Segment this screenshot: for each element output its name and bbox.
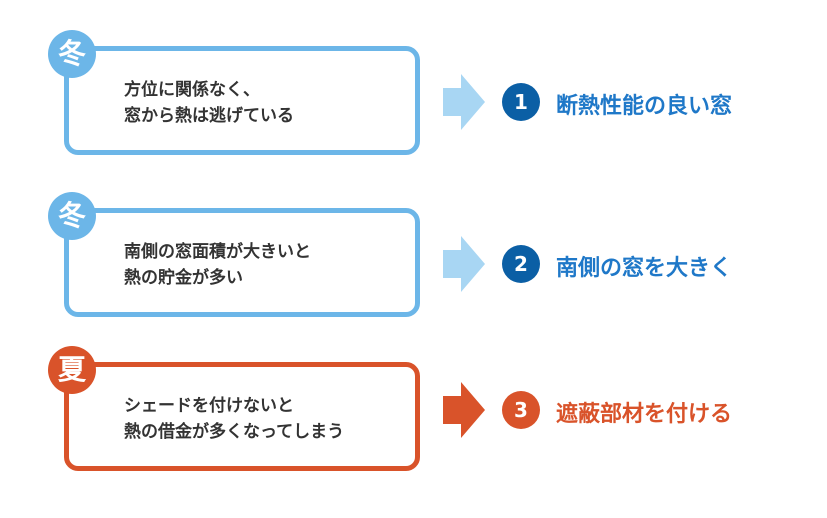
season-badge-winter: 冬 [48,192,96,240]
result-text-3: 遮蔽部材を付ける [556,402,733,427]
flow-row-3: シェードを付けないと 熱の借金が多くなってしまう 夏 3 遮蔽部材を付ける [0,346,827,496]
condition-line: 熱の貯金が多い [124,268,243,288]
condition-box-1: 方位に関係なく、 窓から熱は逃げている [64,46,420,155]
condition-line: 窓から熱は逃げている [124,106,294,126]
flow-row-1: 方位に関係なく、 窓から熱は逃げている 冬 1 断熱性能の良い窓 [0,30,827,180]
condition-line: 南側の窓面積が大きいと [124,242,311,262]
condition-text-3: シェードを付けないと 熱の借金が多くなってしまう [124,393,405,445]
condition-line: シェードを付けないと [124,396,294,416]
arrow-right-icon [443,382,485,438]
condition-line: 熱の借金が多くなってしまう [124,422,345,442]
step-number-2: 2 [502,245,540,283]
condition-box-2: 南側の窓面積が大きいと 熱の貯金が多い [64,208,420,317]
season-badge-summer: 夏 [48,346,96,394]
step-number-1: 1 [502,83,540,121]
result-text-1: 断熱性能の良い窓 [556,94,733,119]
arrow-right-icon [443,236,485,292]
condition-text-2: 南側の窓面積が大きいと 熱の貯金が多い [124,239,405,291]
step-number-3: 3 [502,391,540,429]
condition-text-1: 方位に関係なく、 窓から熱は逃げている [124,77,405,129]
condition-line: 方位に関係なく、 [124,80,260,100]
condition-box-3: シェードを付けないと 熱の借金が多くなってしまう [64,362,420,471]
flow-row-2: 南側の窓面積が大きいと 熱の貯金が多い 冬 2 南側の窓を大きく [0,188,827,338]
result-text-2: 南側の窓を大きく [556,256,733,281]
season-badge-winter: 冬 [48,30,96,78]
arrow-right-icon [443,74,485,130]
